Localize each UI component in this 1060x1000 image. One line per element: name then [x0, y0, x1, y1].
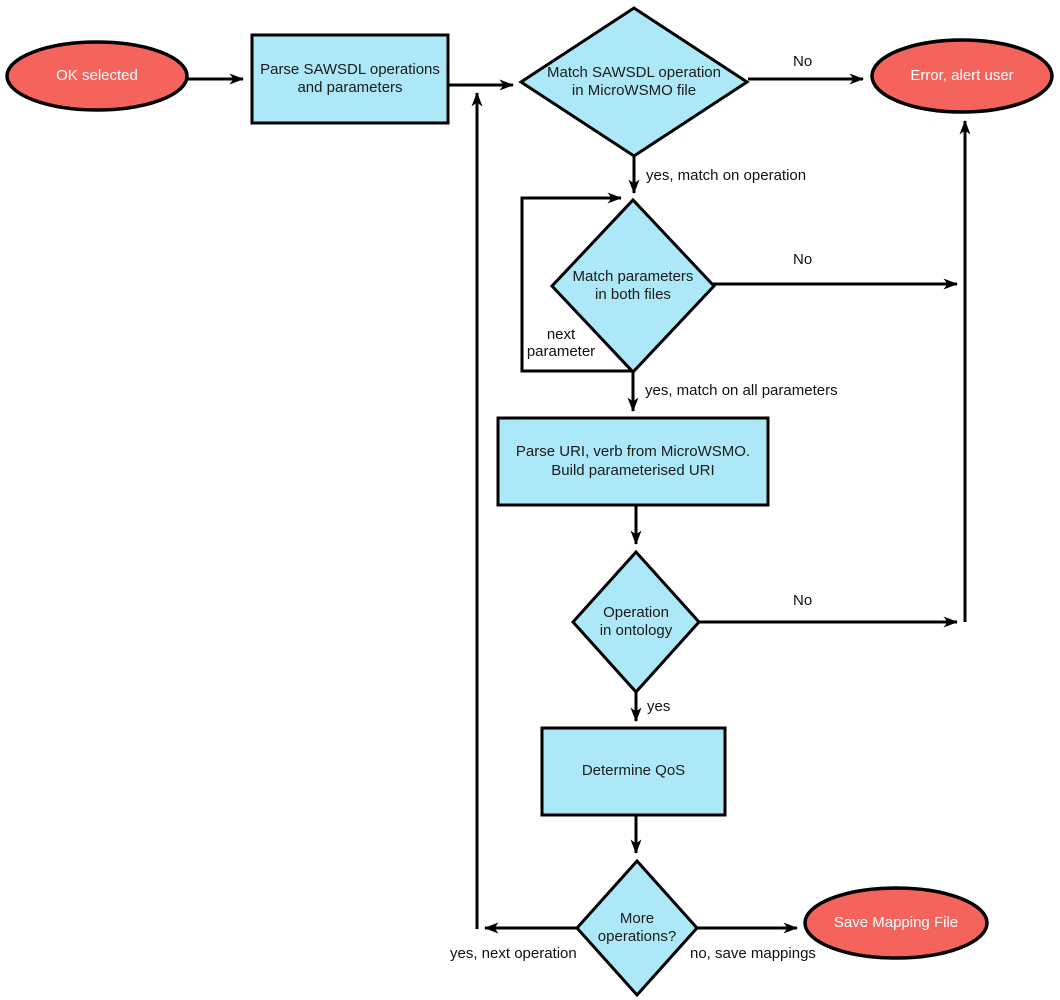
node-operation-in-ontology	[570, 549, 702, 695]
node-error	[870, 38, 1054, 114]
node-more-operations	[574, 858, 700, 998]
node-ok-selected	[5, 40, 189, 112]
node-match-parameters	[549, 197, 717, 375]
node-parse-sawsdl	[250, 33, 450, 125]
node-determine-qos	[540, 726, 727, 817]
node-match-operation	[518, 6, 750, 158]
node-parse-uri	[496, 416, 770, 507]
edge-next-parameter-loop	[520, 192, 633, 373]
node-save-mapping	[803, 886, 989, 960]
